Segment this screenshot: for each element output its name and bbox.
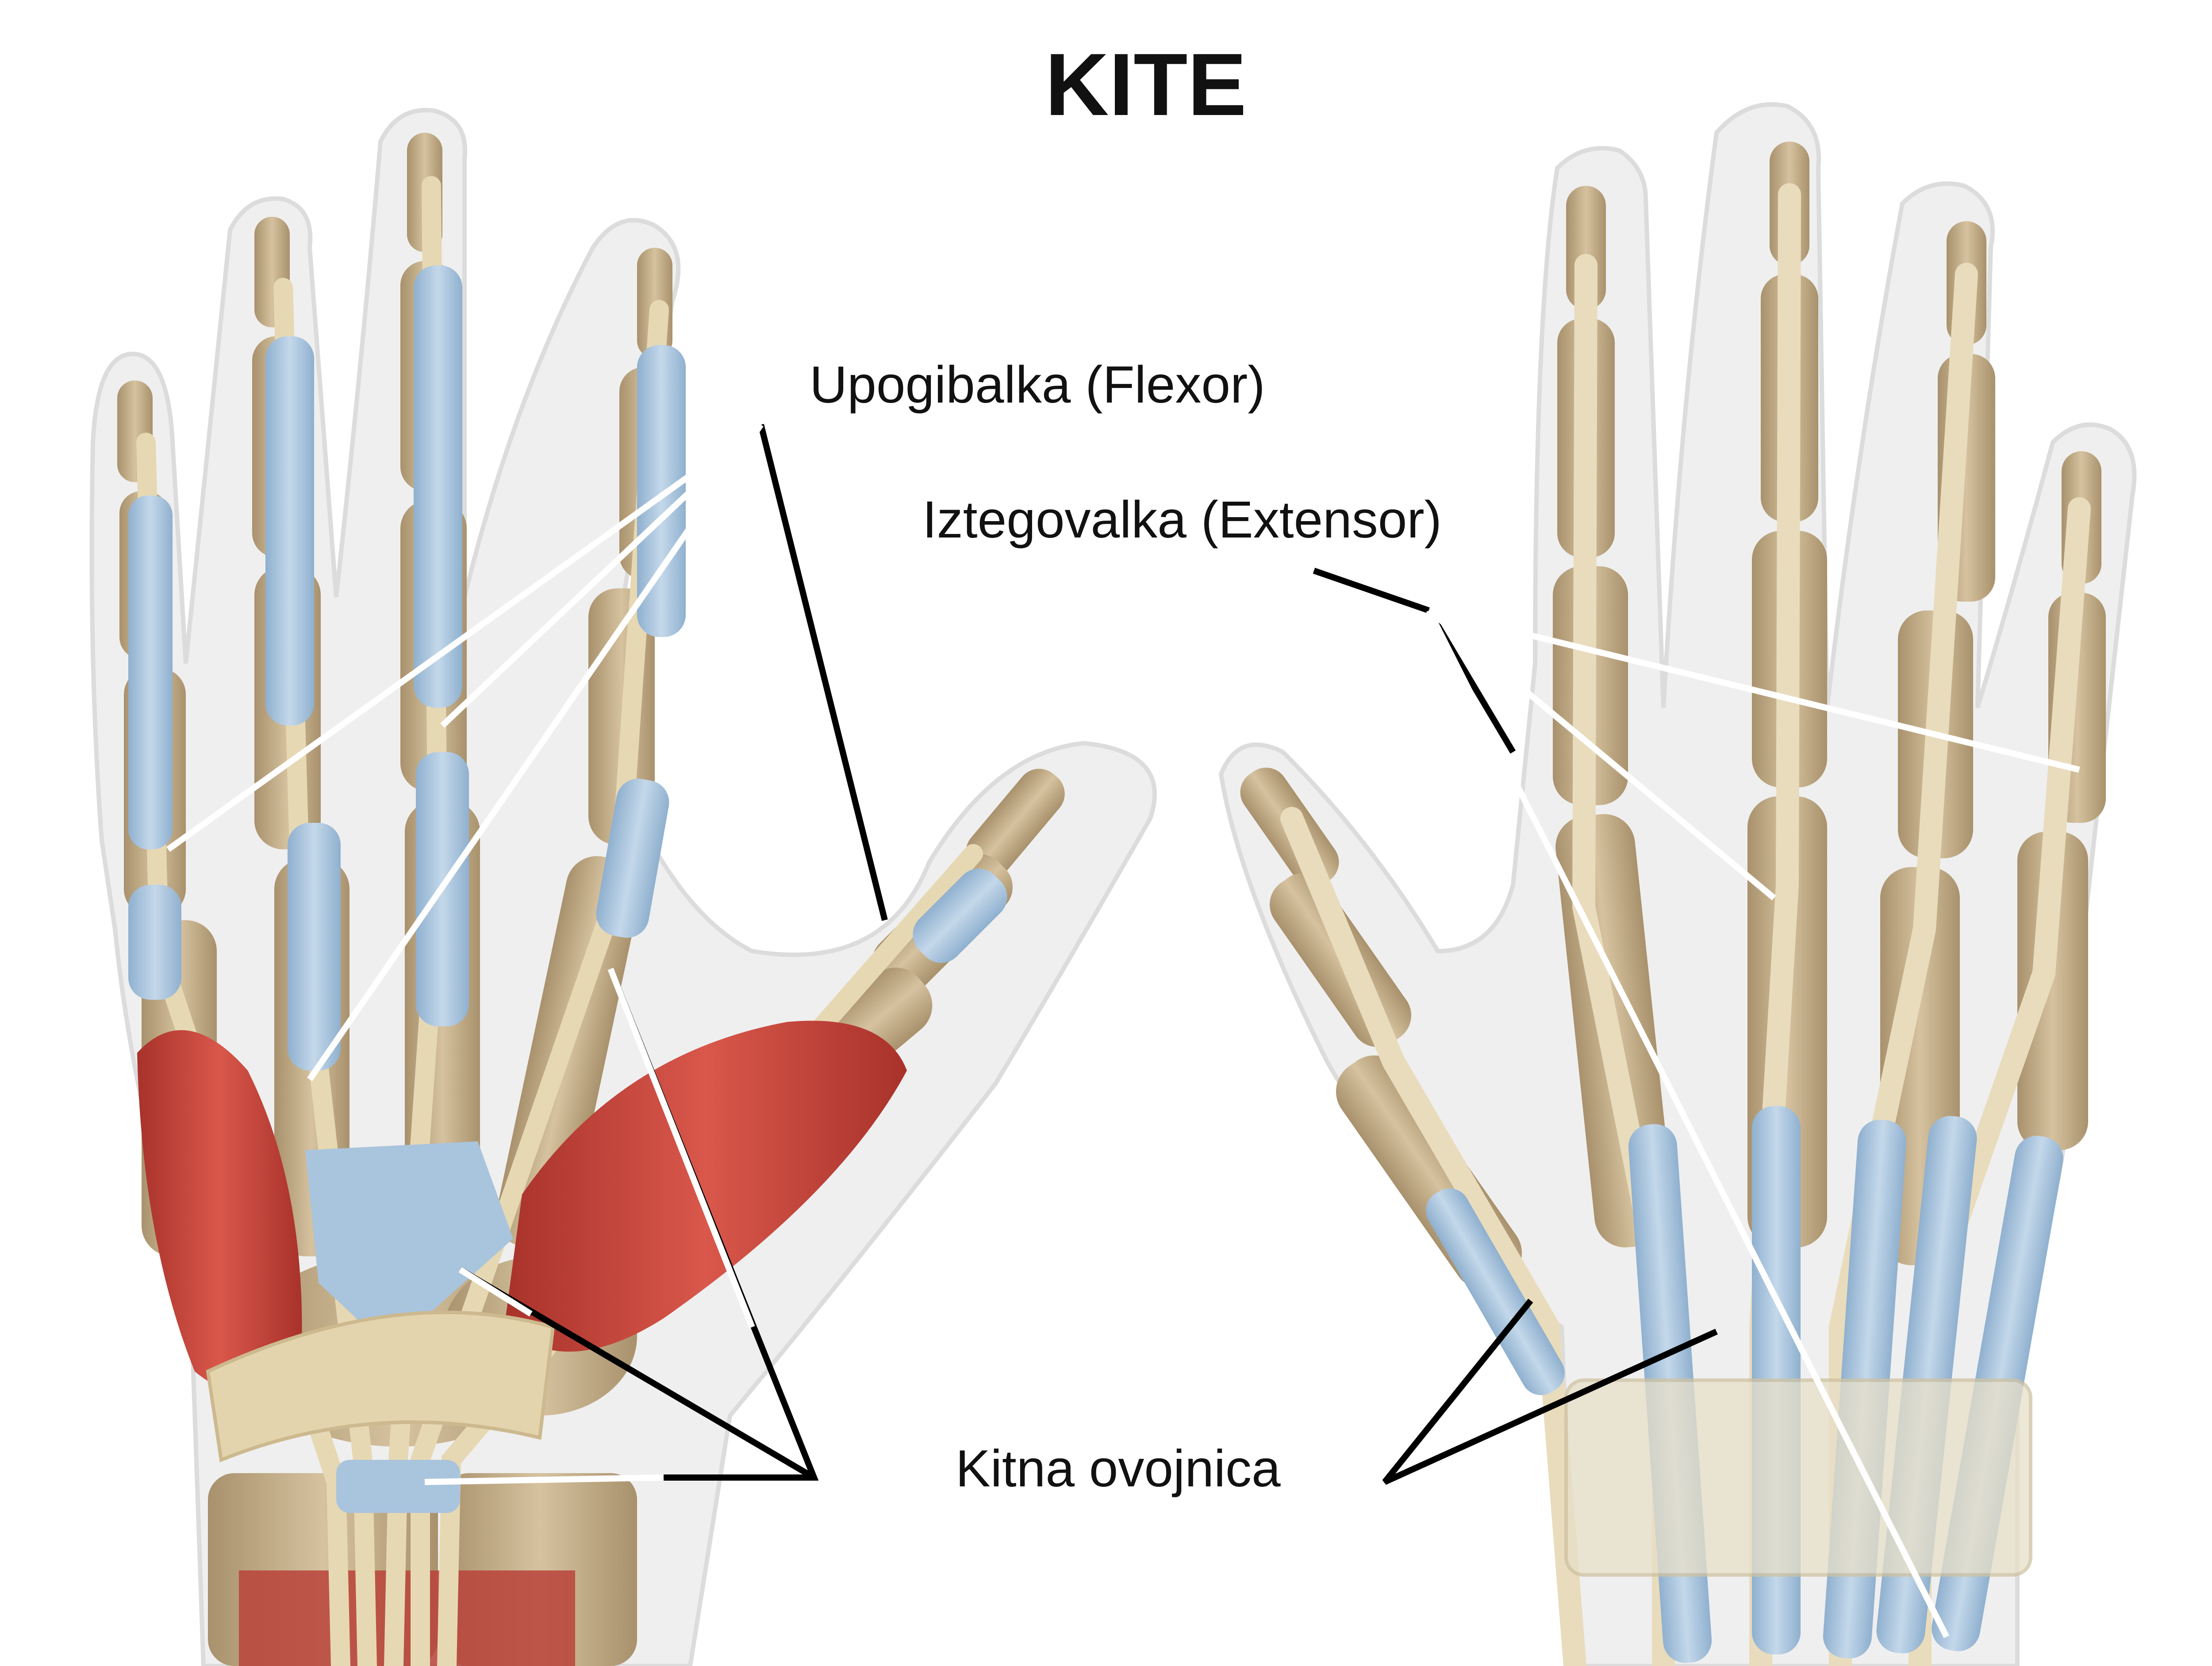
left-thenar-muscle	[504, 1021, 907, 1352]
left-palmar-aponeurosis	[305, 1141, 513, 1349]
left-hand-palmar	[89, 107, 1157, 1666]
extensor-label: Iztegovalka (Extensor)	[922, 491, 1442, 549]
left-flexor-retinaculum	[206, 1310, 555, 1463]
sheath-label: Kitna ovojnica	[956, 1440, 1281, 1498]
right-extensor-retinaculum	[1564, 1378, 2032, 1577]
sheath-leader	[424, 967, 1718, 1485]
flexor-leader	[166, 422, 888, 1081]
right-hand-dorsal	[1218, 102, 2137, 1666]
flexor-label: Upogibalka (Flexor)	[810, 356, 1265, 414]
right-hand-skin	[1218, 102, 2137, 1666]
extensor-leader	[1313, 568, 2080, 1639]
page-title: KITE	[1045, 35, 1247, 134]
left-hypothenar-muscle	[137, 1030, 302, 1393]
left-flexor-sheaths	[128, 265, 1007, 1071]
